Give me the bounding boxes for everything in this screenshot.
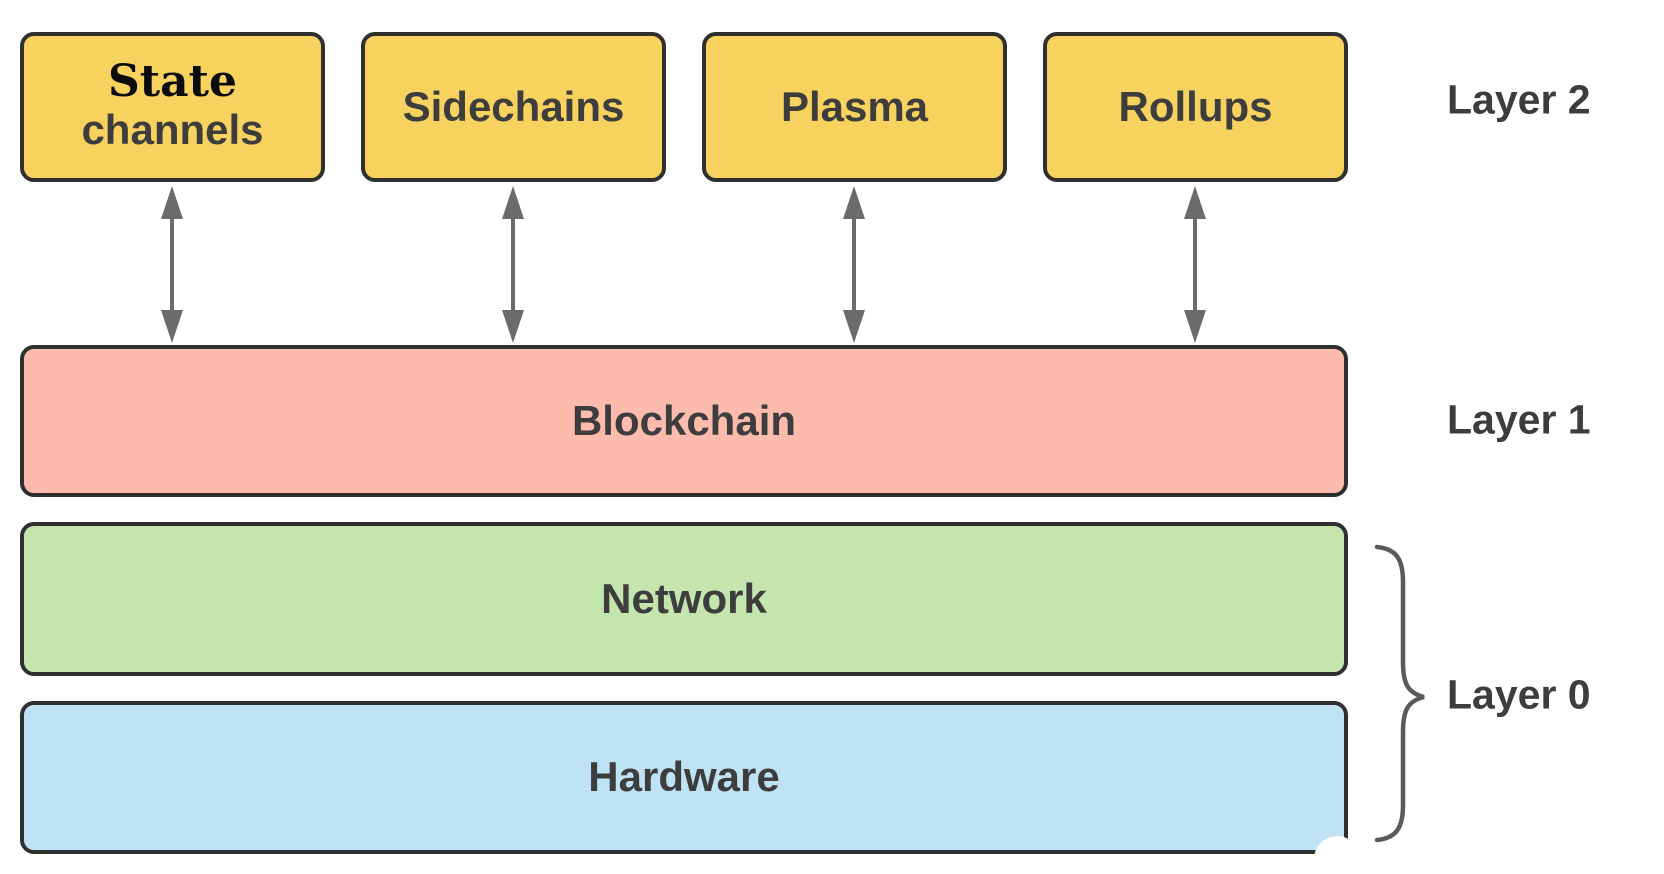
hardware-label: Hardware	[588, 753, 780, 801]
layer0-box-hardware: Hardware	[20, 701, 1348, 854]
bidirectional-arrow-icon	[161, 186, 183, 343]
layer2-box-plasma: Plasma	[702, 32, 1007, 182]
layer0-label: Layer 0	[1447, 671, 1591, 718]
plasma-label: Plasma	[780, 82, 929, 130]
rollups-label: Rollups	[1118, 82, 1273, 130]
sidechains-label: Sidechains	[402, 82, 625, 130]
layer0-box-network: Network	[20, 522, 1348, 676]
state-channels-label-line2: channels	[81, 105, 264, 153]
layer2-label: Layer 2	[1447, 76, 1591, 123]
curly-brace-icon	[1374, 544, 1425, 843]
layer1-label: Layer 1	[1447, 396, 1591, 443]
layer2-box-state-channels: State channels	[20, 32, 325, 182]
layer2-box-rollups: Rollups	[1043, 32, 1348, 182]
network-label: Network	[601, 574, 767, 622]
bidirectional-arrow-icon	[1184, 186, 1206, 343]
state-channels-label-line1: State	[108, 55, 237, 107]
layer1-box-blockchain: Blockchain	[20, 345, 1348, 497]
bidirectional-arrow-icon	[843, 186, 865, 343]
layer2-box-sidechains: Sidechains	[361, 32, 666, 182]
blockchain-label: Blockchain	[571, 396, 797, 444]
bidirectional-arrow-icon	[502, 186, 524, 343]
